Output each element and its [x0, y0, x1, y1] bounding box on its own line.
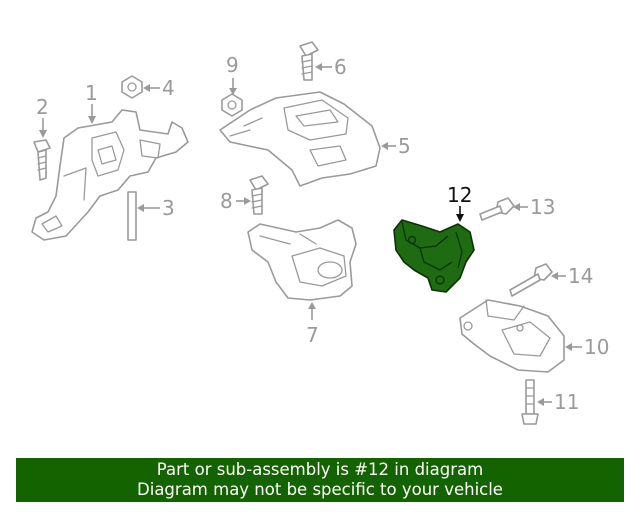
part-6-bolt — [299, 41, 319, 81]
callout-8: 8 — [220, 189, 233, 213]
callout-14: 14 — [568, 264, 593, 288]
part-12-highlighted-bracket — [393, 219, 475, 293]
part-13-bolt — [479, 197, 515, 221]
callout-5: 5 — [398, 134, 411, 158]
callout-4: 4 — [162, 76, 175, 100]
callout-12: 12 — [447, 183, 472, 207]
part-1-left-mount — [31, 109, 189, 241]
callout-13: 13 — [530, 195, 555, 219]
callout-3: 3 — [162, 196, 175, 220]
part-4-nut — [121, 75, 143, 99]
part-11-bolt — [521, 379, 539, 425]
callout-7: 7 — [306, 323, 319, 347]
parts-diagram: 1 2 3 4 5 6 7 8 9 10 11 12 13 14 — [31, 41, 609, 425]
banner-line-1: Part or sub-assembly is #12 in diagram — [156, 460, 484, 479]
part-7-trans-mount — [247, 219, 357, 301]
callout-2: 2 — [36, 95, 49, 119]
info-banner: Part or sub-assembly is #12 in diagram D… — [16, 458, 624, 502]
part-9-nut — [221, 93, 243, 117]
callout-10: 10 — [584, 335, 609, 359]
part-8-bolt — [249, 175, 269, 215]
part-10-lower-mount — [459, 299, 565, 373]
callout-leaders — [39, 63, 582, 406]
part-14-bolt — [509, 263, 553, 297]
callout-9: 9 — [226, 53, 239, 77]
banner-line-2: Diagram may not be specific to your vehi… — [137, 480, 503, 499]
callout-6: 6 — [334, 55, 347, 79]
part-3-stud — [127, 191, 137, 241]
part-2-bolt — [33, 139, 51, 181]
part-5-bracket — [219, 91, 381, 187]
callout-11: 11 — [554, 390, 579, 414]
callout-1: 1 — [85, 81, 98, 105]
